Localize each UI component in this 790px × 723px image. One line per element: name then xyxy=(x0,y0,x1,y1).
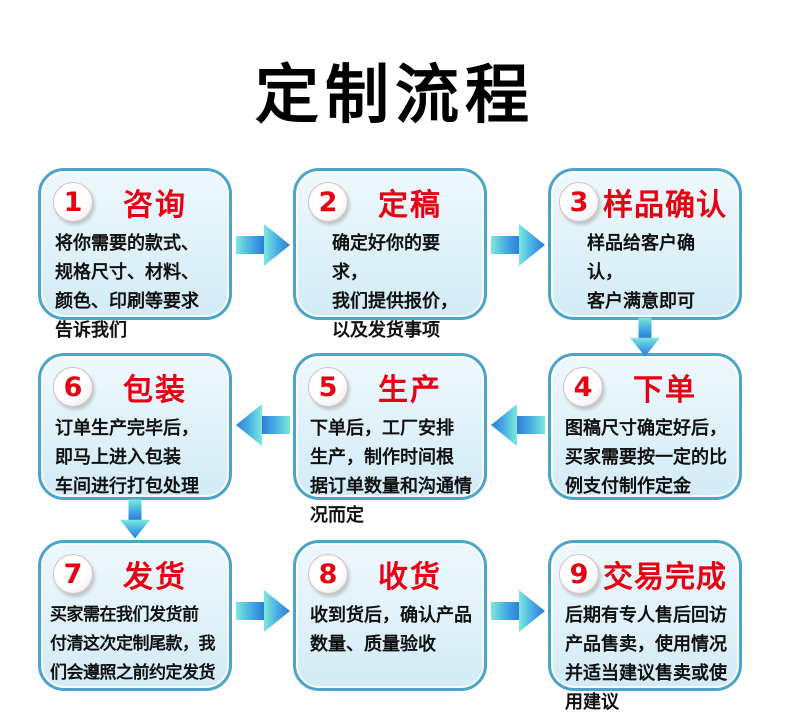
step-box-5: 5 生产 下单后，工厂安排 生产，制作时间根 据订单数量和沟通情 况而定 xyxy=(293,353,487,526)
step-description: 样品给客户确认， 客户满意即可 xyxy=(587,233,695,312)
step-title: 咨询 xyxy=(123,188,187,223)
step-box-9: 9 交易完成 后期有专人售后回访 产品售卖，使用情况 并适当建议售卖或使 用建议 xyxy=(548,540,742,713)
step-title: 交易完成 xyxy=(603,560,727,595)
flow-arrow-down-icon xyxy=(119,499,151,539)
step-description: 订单生产完毕后， 即马上进入包装 车间进行打包处理 xyxy=(55,418,199,497)
step-header: 4 下单 xyxy=(551,356,739,409)
step-title: 样品确认 xyxy=(603,188,727,223)
step-header: 9 交易完成 xyxy=(551,543,739,596)
step-box-2: 2 定稿 确定好你的要求， 我们提供报价， 以及发货事项 xyxy=(293,168,487,341)
step-title: 收货 xyxy=(378,560,442,595)
flow-arrow-right-icon xyxy=(491,589,545,633)
step-header: 2 定稿 xyxy=(296,171,484,224)
step-number-badge: 8 xyxy=(308,554,348,594)
step-title: 下单 xyxy=(633,373,697,408)
step-box-1: 1 咨询 将你需要的款式、 规格尺寸、材料、 颜色、印刷等要求 告诉我们 xyxy=(38,168,232,341)
flow-arrow-right-icon xyxy=(491,223,545,267)
step-number-badge: 4 xyxy=(563,367,603,407)
step-description: 确定好你的要求， 我们提供报价， 以及发货事项 xyxy=(332,233,458,341)
step-description: 将你需要的款式、 规格尺寸、材料、 颜色、印刷等要求 告诉我们 xyxy=(55,233,199,341)
step-title: 定稿 xyxy=(378,188,442,223)
step-description: 图稿尺寸确定好后， 买家需要按一定的比 例支付制作定金 xyxy=(565,418,727,497)
step-description: 下单后，工厂安排 生产，制作时间根 据订单数量和沟通情 况而定 xyxy=(310,418,472,526)
page-title: 定制流程 xyxy=(255,59,535,133)
flow-arrow-left-icon xyxy=(236,403,290,447)
step-box-6: 6 包装 订单生产完毕后， 即马上进入包装 车间进行打包处理 xyxy=(38,353,232,500)
flow-arrow-right-icon xyxy=(236,223,290,267)
step-header: 7 发货 xyxy=(41,543,229,596)
step-number-badge: 3 xyxy=(559,182,599,222)
step-number-badge: 2 xyxy=(308,182,348,222)
step-header: 3 样品确认 xyxy=(551,171,739,224)
step-header: 8 收货 xyxy=(296,543,484,596)
step-title: 生产 xyxy=(378,373,442,408)
step-box-4: 4 下单 图稿尺寸确定好后， 买家需要按一定的比 例支付制作定金 xyxy=(548,353,742,500)
step-box-8: 8 收货 收到货后，确认产品 数量、质量验收 xyxy=(293,540,487,691)
step-number-badge: 5 xyxy=(308,367,348,407)
step-header: 6 包装 xyxy=(41,356,229,409)
step-description: 收到货后，确认产品 数量、质量验收 xyxy=(310,605,472,655)
step-description: 买家需在我们发货前 付清这次定制尾款，我 们会遵照之前约定发货 xyxy=(50,605,216,683)
step-title: 发货 xyxy=(123,560,187,595)
step-number-badge: 6 xyxy=(53,367,93,407)
step-title: 包装 xyxy=(123,373,187,408)
step-description: 后期有专人售后回访 产品售卖，使用情况 并适当建议售卖或使 用建议 xyxy=(565,605,727,713)
step-number-badge: 1 xyxy=(53,182,93,222)
step-box-7: 7 发货 买家需在我们发货前 付清这次定制尾款，我 们会遵照之前约定发货 xyxy=(38,540,232,691)
flow-arrow-right-icon xyxy=(236,589,290,633)
step-header: 5 生产 xyxy=(296,356,484,409)
step-box-3: 3 样品确认 样品给客户确认， 客户满意即可 xyxy=(548,168,742,320)
step-number-badge: 7 xyxy=(53,554,93,594)
flow-arrow-down-icon xyxy=(629,317,661,357)
flow-arrow-left-icon xyxy=(491,403,545,447)
step-header: 1 咨询 xyxy=(41,171,229,224)
step-number-badge: 9 xyxy=(559,554,599,594)
